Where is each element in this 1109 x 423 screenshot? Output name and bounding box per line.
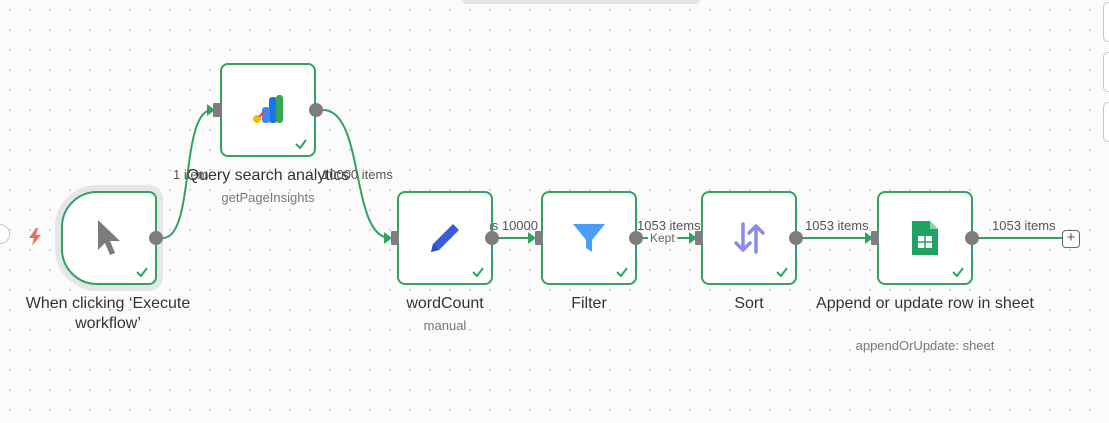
node-google-sheets[interactable]	[877, 191, 973, 285]
node-sort[interactable]	[701, 191, 797, 285]
node-subtitle: getPageInsights	[221, 190, 315, 205]
input-handle[interactable]	[871, 231, 879, 245]
edge-arrow	[384, 232, 392, 244]
output-handle[interactable]	[629, 231, 643, 245]
edge-query-wordcount	[322, 109, 391, 239]
node-title: Sort	[734, 295, 764, 312]
trigger-bolt-icon	[29, 228, 41, 246]
success-check-icon	[295, 139, 307, 150]
node-filter[interactable]	[541, 191, 637, 285]
cursor-icon	[98, 220, 120, 255]
success-check-icon	[616, 267, 628, 278]
success-check-icon	[776, 267, 788, 278]
node-title: wordCount	[406, 295, 484, 312]
edge-label-item-count: 1053 items	[637, 218, 701, 233]
input-handle[interactable]	[213, 103, 221, 117]
success-check-icon	[952, 267, 964, 278]
node-wordcount[interactable]	[397, 191, 493, 285]
funnel-icon	[573, 224, 605, 252]
node-title: Append or update row in sheet	[816, 295, 1034, 312]
output-handle[interactable]	[485, 231, 499, 245]
google-sheets-icon	[912, 221, 938, 255]
google-analytics-icon	[253, 95, 283, 123]
side-panel-button[interactable]	[1103, 2, 1109, 42]
node-subtitle: appendOrUpdate: sheet	[855, 338, 995, 353]
node-title: Query search analytics	[186, 167, 350, 184]
node-title: When clicking ‘Execute workflow’	[25, 295, 191, 332]
edge-arrow	[689, 232, 697, 244]
top-toolbar-edge	[462, 0, 700, 4]
node-query-search-analytics[interactable]	[220, 63, 316, 157]
success-check-icon	[472, 267, 484, 278]
edge-arrow	[528, 232, 536, 244]
edge-label-item-count: 1 item	[173, 167, 209, 182]
node-title: Filter	[571, 295, 607, 312]
edge-label-item-count: 1053 items	[805, 218, 869, 233]
edge-label-item-count: 1053 items	[992, 218, 1056, 233]
edge-label-item-count: 10000 items	[322, 167, 393, 182]
node-manual-trigger[interactable]	[61, 191, 157, 285]
node-subtitle: manual	[423, 318, 467, 333]
sort-arrows-icon	[734, 222, 765, 254]
success-check-icon	[136, 267, 148, 278]
output-handle[interactable]	[965, 231, 979, 245]
edge-label-item-count: 10000 items	[490, 218, 538, 233]
input-handle[interactable]	[695, 231, 703, 245]
output-handle[interactable]	[149, 231, 163, 245]
edge-arrow	[865, 232, 873, 244]
edge-trigger-query	[162, 109, 213, 239]
input-handle[interactable]	[391, 231, 399, 245]
input-handle[interactable]	[535, 231, 543, 245]
edge-branch-label: Kept	[648, 231, 677, 245]
output-handle[interactable]	[789, 231, 803, 245]
pencil-icon	[431, 224, 459, 252]
output-handle[interactable]	[309, 103, 323, 117]
edge-arrow	[207, 104, 215, 116]
side-panel-button[interactable]	[1103, 52, 1109, 92]
side-panel-button[interactable]	[1103, 102, 1109, 142]
add-node-button[interactable]: +	[1062, 230, 1080, 248]
